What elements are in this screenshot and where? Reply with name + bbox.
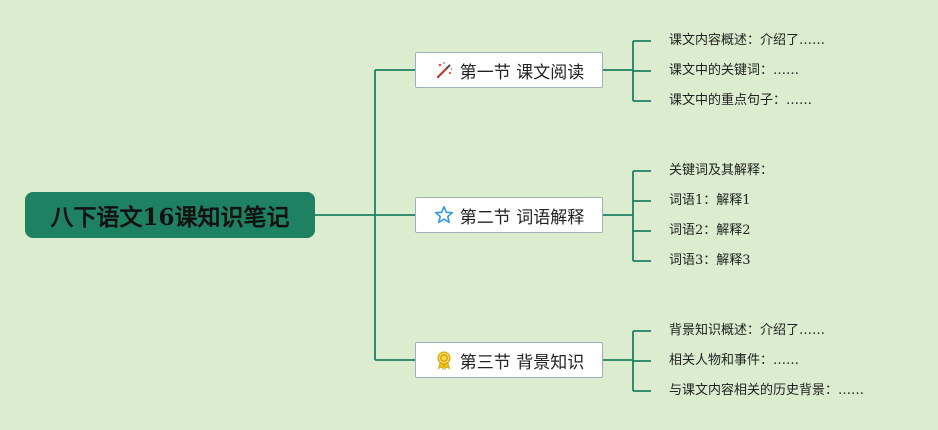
branch-label: 第二节 词语解释 [459,207,585,228]
connector-branch-1-leaves [603,40,651,102]
branch-label: 第一节 课文阅读 [459,62,585,83]
connector-branch-3-leaves [603,330,651,392]
branch-topic-background[interactable]: 第三节 背景知识 [415,342,603,378]
branch-topic-vocabulary[interactable]: 第二节 词语解释 [415,197,603,233]
root-topic-label: 八下语文16课知识笔记 [50,204,290,231]
leaf-reading-keywords[interactable]: 课文中的关键词：…… [669,63,800,78]
leaf-reading-summary[interactable]: 课文内容概述：介绍了…… [669,33,826,48]
magic-wand-icon [434,60,454,80]
leaf-background-history[interactable]: 与课文内容相关的历史背景：…… [669,383,865,398]
award-ribbon-icon [434,350,454,370]
leaf-background-summary[interactable]: 背景知识概述：介绍了…… [669,323,826,338]
star-icon [434,205,454,225]
branch-label: 第三节 背景知识 [459,352,585,373]
leaf-reading-key-sentences[interactable]: 课文中的重点句子：…… [669,93,813,108]
leaf-vocab-word-2[interactable]: 词语2：解释2 [669,223,751,238]
root-topic[interactable]: 八下语文16课知识笔记 [25,192,315,238]
leaf-vocab-word-1[interactable]: 词语1：解释1 [669,193,751,208]
leaf-vocab-intro[interactable]: 关键词及其解释： [669,163,774,178]
leaf-vocab-word-3[interactable]: 词语3：解释3 [669,253,751,268]
connector-branch-2-leaves [603,170,651,262]
branch-topic-reading[interactable]: 第一节 课文阅读 [415,52,603,88]
leaf-background-people-events[interactable]: 相关人物和事件：…… [669,353,800,368]
